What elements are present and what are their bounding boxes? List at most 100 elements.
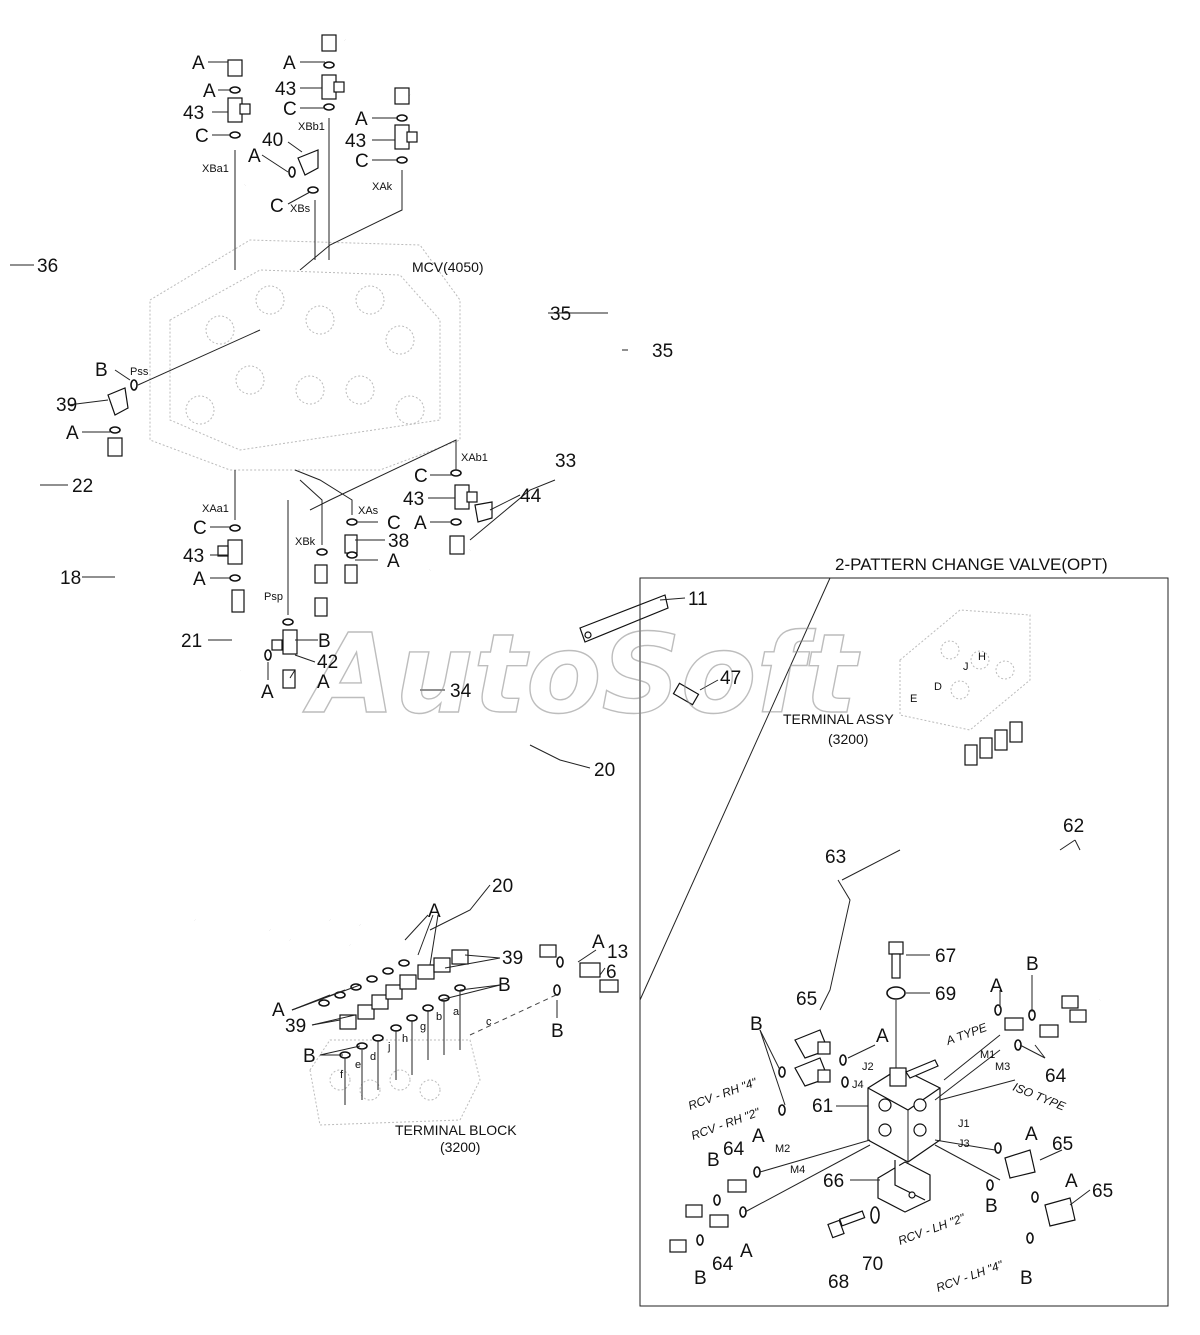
hose-21 [108,590,271,932]
bolt-68 [827,1210,866,1239]
oring-letter-a: A [592,932,605,953]
bracket-66 [877,1160,931,1213]
part-number-42: 42 [317,652,338,673]
oring-letter-c: C [414,466,428,487]
part-number-20a: 20 [594,760,615,781]
port-label-pss: Pss [130,366,149,378]
port-label-h: H [978,651,986,663]
port-label-h-small: h [402,1033,408,1045]
oring-letter-a: A [283,53,296,74]
port-label-xbs: XBs [290,203,311,215]
mcv-caption: MCV(4050) [412,259,484,275]
port-label-j: J [963,661,969,673]
terminal-block-caption: TERMINAL BLOCK [395,1122,517,1138]
terminal-assy-code: (3200) [828,731,868,747]
oring-letter-a: A [414,513,427,534]
part-number-21: 21 [181,631,202,652]
a-type-label: A TYPE [943,1020,989,1048]
oring-letter-c: C [283,99,297,120]
oring-letter-a: A [428,901,441,922]
hose-35b [409,93,624,640]
part-number-13: 13 [607,942,628,963]
part-number-64a: 64 [1045,1066,1067,1087]
part-number-64c: 64 [712,1254,734,1275]
hose-34 [353,598,641,692]
oring-letter-a: A [261,682,274,703]
port-label-xbb1: XBb1 [298,121,325,133]
oring-letter-a: A [66,423,79,444]
part-number-40: 40 [262,130,283,151]
mcv-ghost [149,239,461,471]
part-number-6: 6 [606,962,617,983]
part-number-63: 63 [825,847,846,868]
terminal-fittings [339,949,469,1030]
watermark: AutoSoft [302,610,860,738]
oring-letter-a: A [355,109,368,130]
part-number-70: 70 [862,1254,883,1275]
port-label-b: b [436,1011,442,1023]
oring-letter-a: A [203,81,216,102]
port-label-d: D [934,681,942,693]
part-number-18: 18 [60,568,81,589]
port-label-f: f [340,1069,344,1081]
port-label-xas: XAs [358,505,379,517]
hose-62 [998,760,1129,1011]
oring-letter-a: A [752,1126,765,1147]
oring-letter-a: A [740,1241,753,1262]
port-label-psp: Psp [264,591,283,603]
part-number-22: 22 [72,476,93,497]
clamp-11 [579,594,669,643]
oring-letter-a: A [248,146,261,167]
option-fittings [669,995,1087,1253]
part-number-39a: 39 [56,395,77,416]
port-label-xaa1: XAa1 [202,503,229,515]
port-label-e: E [910,693,917,705]
part-number-66: 66 [823,1171,844,1192]
port-label-j3: J3 [958,1138,970,1150]
hose-63 [663,760,987,1245]
oring-letter-b: B [551,1021,564,1042]
port-label-xbk: XBk [295,536,316,548]
hose-35a [344,38,610,630]
part-number-43b: 43 [275,79,296,100]
oring-letter-a: A [317,672,330,693]
port-label-j4: J4 [852,1079,864,1091]
oring-letter-b: B [1020,1268,1033,1289]
change-valve-block-61 [867,1059,941,1163]
part-number-36: 36 [37,256,58,277]
oring-letter-b: B [303,1046,316,1067]
part-number-68: 68 [828,1272,849,1293]
hose-20 [288,690,541,947]
part-number-34: 34 [450,681,472,702]
part-number-39b: 39 [502,948,523,969]
terminal-assy-caption: TERMINAL ASSY [783,711,894,727]
part-number-33: 33 [555,451,576,472]
fittings [107,34,1023,993]
part-number-67: 67 [935,946,956,967]
hose-36 [8,53,231,922]
part-number-11: 11 [688,589,708,610]
part-number-65a: 65 [796,989,817,1010]
oring-letter-c: C [270,196,284,217]
bolt-67 [888,941,904,979]
oring-letter-c: C [195,126,209,147]
hose-22 [38,183,361,927]
oring-letter-b: B [707,1150,720,1171]
oring-letter-b: B [1026,954,1039,975]
part-number-43c: 43 [345,131,366,152]
o-rings [109,61,1039,1246]
part-number-62: 62 [1063,816,1084,837]
oring-letter-a: A [1065,1171,1078,1192]
part-number-64b: 64 [723,1139,745,1160]
port-label-m2: M2 [775,1143,790,1155]
port-label-m1: M1 [980,1049,995,1061]
oring-letter-b: B [95,360,108,381]
port-label-xak: XAk [372,181,393,193]
rcv-lh-2-label: RCV - LH "2" [896,1211,967,1248]
oring-letter-a: A [192,53,205,74]
terminal-block-code: (3200) [440,1139,480,1155]
part-number-65c: 65 [1092,1181,1113,1202]
port-label-m4: M4 [790,1164,805,1176]
part-number-47: 47 [720,668,741,689]
port-label-c: c [486,1016,492,1028]
